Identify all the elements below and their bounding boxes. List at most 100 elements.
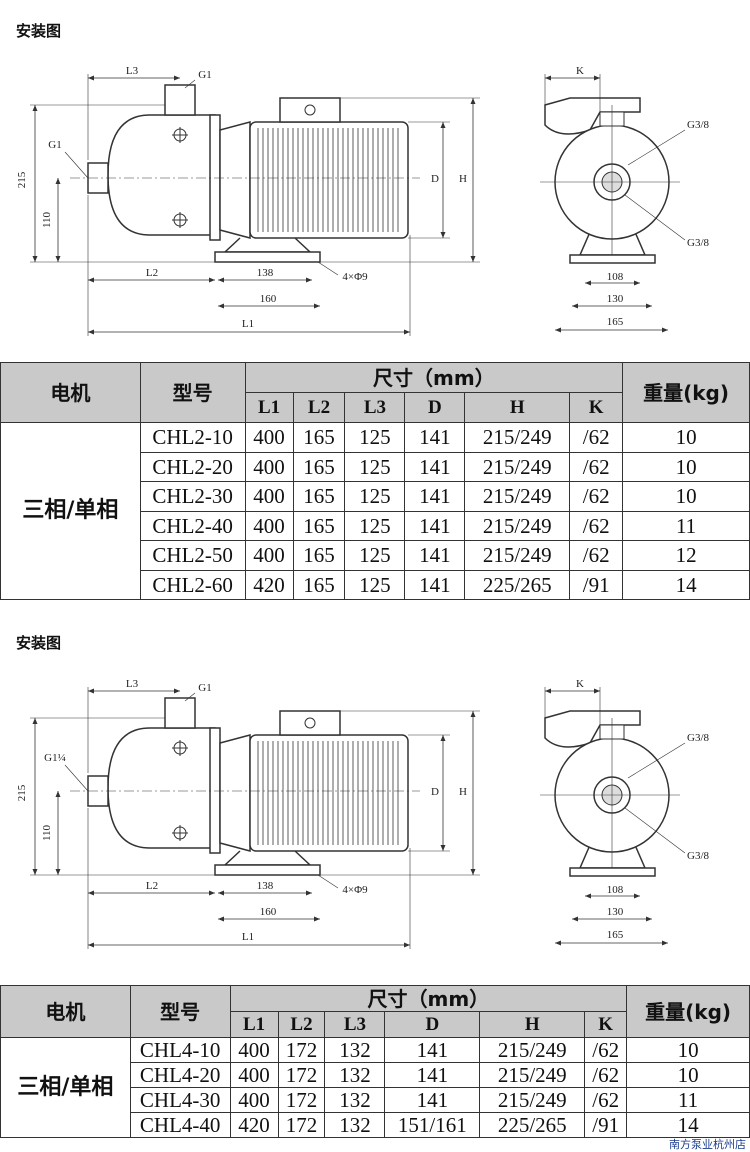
dim-cell-d: 141 — [404, 451, 466, 482]
model-cell: CHL4-40 — [129, 1112, 231, 1138]
dim-cell-k: /91 — [584, 1112, 628, 1138]
leader — [624, 194, 686, 241]
dim-cell-l3: 125 — [344, 481, 406, 512]
dim-cell-l1: 420 — [244, 569, 294, 600]
dim-cell-h: 215/249 — [464, 540, 571, 571]
motor-type-cell: 三相/单相 — [0, 422, 141, 600]
leader — [317, 261, 339, 276]
end-base — [569, 867, 656, 877]
dim-cell-h: 215/249 — [464, 451, 571, 482]
dim-cell-l2: 172 — [277, 1037, 326, 1063]
leader — [627, 129, 686, 166]
dim-cell-h: 215/249 — [479, 1062, 586, 1088]
terminal-box — [279, 710, 341, 736]
weight-cell: 14 — [622, 569, 750, 600]
section-title: 安装图 — [16, 22, 62, 40]
column-header-d: D — [384, 1011, 481, 1038]
weight-cell: 11 — [626, 1087, 750, 1113]
column-header-h: H — [479, 1011, 586, 1038]
dim-cell-d: 141 — [404, 422, 466, 453]
dim-cell-l2: 165 — [292, 451, 346, 482]
dim-cell-l2: 172 — [277, 1087, 326, 1113]
column-header-h: H — [464, 392, 571, 423]
K-arrows — [545, 688, 600, 694]
110-label: 110 — [41, 824, 53, 841]
column-header-l1: L1 — [244, 392, 294, 423]
160-label: 160 — [260, 906, 277, 918]
model-cell: CHL2-60 — [139, 569, 246, 600]
base-plate — [214, 864, 321, 876]
weight-cell: 10 — [622, 451, 750, 482]
motor-foot — [223, 850, 312, 866]
dim-cell-k: /62 — [584, 1087, 628, 1113]
dim-cell-d: 151/161 — [384, 1112, 481, 1138]
model-header: 型号 — [139, 362, 246, 423]
column-header-d: D — [404, 392, 466, 423]
dim-cell-l3: 132 — [324, 1112, 386, 1138]
terminal-icon — [304, 717, 316, 729]
dim-cell-h: 215/249 — [479, 1087, 586, 1113]
K-label: K — [576, 65, 584, 77]
pump-flange — [209, 727, 221, 854]
pump-body — [107, 114, 216, 236]
dim-cell-h: 215/249 — [464, 422, 571, 453]
dim-cell-l1: 400 — [244, 422, 294, 453]
column-header-l1: L1 — [229, 1011, 279, 1038]
dim-cell-l1: 420 — [229, 1112, 279, 1138]
108-arrows — [585, 280, 640, 286]
dim-cell-l3: 132 — [324, 1037, 386, 1063]
dim-cell-k: /62 — [569, 540, 624, 571]
fan-cover — [544, 97, 641, 135]
motor-body — [249, 734, 409, 852]
motor-body — [249, 121, 409, 239]
motor-header: 电机 — [0, 985, 131, 1038]
165-label: 165 — [607, 929, 624, 941]
dim-cell-l1: 400 — [244, 481, 294, 512]
size-header: 尺寸（mm） — [229, 985, 628, 1012]
D-label: D — [431, 786, 439, 798]
165-label: 165 — [607, 316, 624, 328]
leader — [624, 807, 686, 854]
terminal-icon — [304, 104, 316, 116]
column-header-l2: L2 — [277, 1011, 326, 1038]
dim-cell-l3: 125 — [344, 422, 406, 453]
weight-cell: 11 — [622, 510, 750, 541]
dim-cell-l2: 165 — [292, 481, 346, 512]
138-label: 138 — [257, 880, 274, 892]
L2-label: L2 — [146, 880, 158, 892]
dim-cell-l1: 400 — [229, 1037, 279, 1063]
leader — [627, 742, 686, 779]
weight-cell: 14 — [626, 1112, 750, 1138]
L3-label: L3 — [126, 65, 139, 77]
dim-cell-l2: 165 — [292, 569, 346, 600]
column-header-l3: L3 — [344, 392, 406, 423]
dim-cell-h: 225/265 — [479, 1112, 586, 1138]
108-label: 108 — [607, 271, 624, 283]
dim-cell-k: /62 — [569, 422, 624, 453]
dim-cell-k: /91 — [569, 569, 624, 600]
holes-label: 4×Φ9 — [342, 271, 368, 283]
model-cell: CHL2-50 — [139, 540, 246, 571]
dim-cell-l1: 400 — [229, 1062, 279, 1088]
dim-cell-l3: 125 — [344, 540, 406, 571]
model-cell: CHL2-30 — [139, 481, 246, 512]
dim-cell-h: 215/249 — [464, 510, 571, 541]
dim-cell-k: /62 — [584, 1062, 628, 1088]
column-header-k: K — [584, 1011, 628, 1038]
L3-label: L3 — [126, 678, 139, 690]
G38-bottom-label: G3/8 — [687, 237, 710, 249]
weight-cell: 10 — [626, 1062, 750, 1088]
dim-cell-h: 215/249 — [464, 481, 571, 512]
dim-cell-l1: 400 — [244, 510, 294, 541]
G1-top-label: G1 — [198, 682, 211, 694]
dim-cell-l1: 400 — [244, 540, 294, 571]
leader — [184, 79, 196, 89]
motor-foot — [223, 237, 312, 253]
dim-cell-k: /62 — [569, 481, 624, 512]
weight-header: 重量(kg) — [622, 362, 750, 423]
